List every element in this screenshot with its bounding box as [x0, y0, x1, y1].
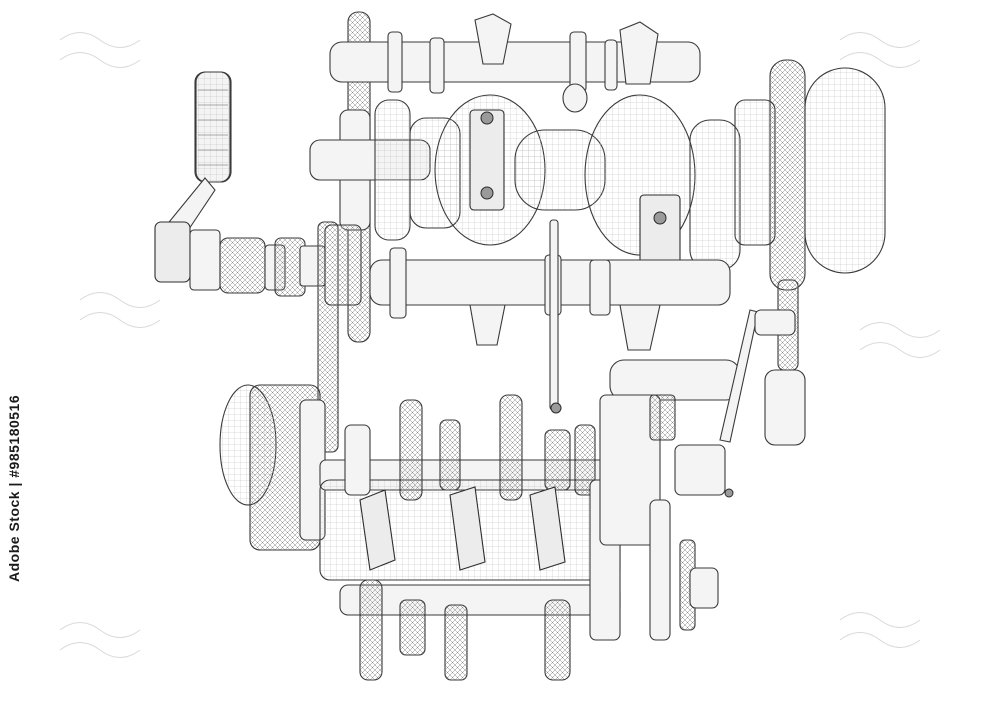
clutch-basket	[219, 384, 326, 551]
gear-shift-mechanism	[599, 309, 806, 641]
lower-camshaft	[369, 219, 731, 414]
stock-image-id: Adobe Stock | #985180516	[6, 394, 22, 582]
upper-camshaft	[329, 13, 701, 113]
crankshaft	[309, 94, 776, 306]
starter-shaft-springs	[219, 237, 326, 297]
transmission-gears	[319, 394, 621, 681]
kick-start-lever	[154, 71, 232, 291]
watermark-pattern	[59, 32, 941, 658]
